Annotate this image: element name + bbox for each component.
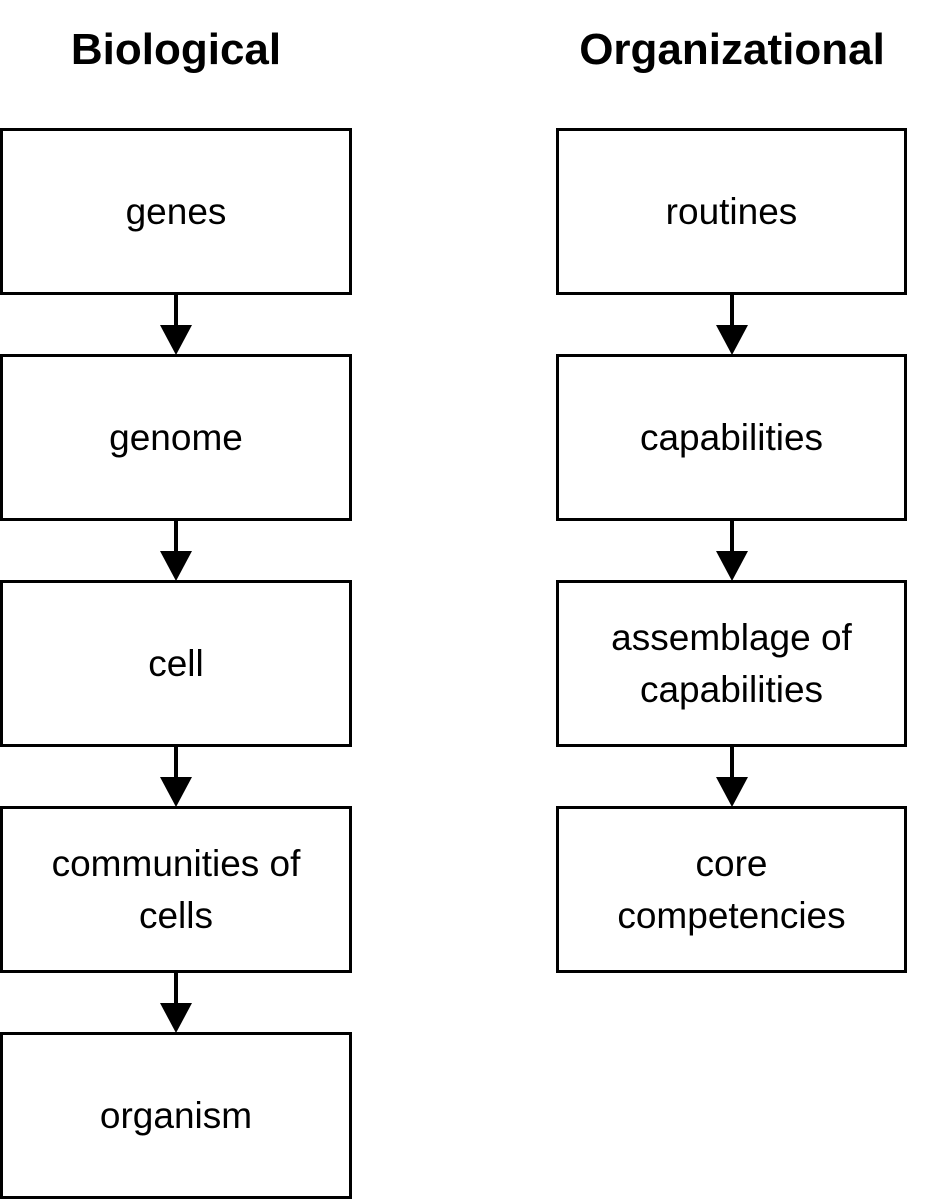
box-communities-of-cells: communities of cells bbox=[0, 806, 352, 973]
box-genes: genes bbox=[0, 128, 352, 295]
arrow-down-icon bbox=[160, 973, 192, 1033]
arrow-down-icon bbox=[160, 295, 192, 355]
arrow-down-icon bbox=[160, 747, 192, 807]
box-label: assemblage of capabilities bbox=[611, 616, 852, 710]
box-label: genome bbox=[109, 416, 243, 458]
box-capabilities: capabilities bbox=[556, 354, 907, 521]
organizational-heading: Organizational bbox=[579, 25, 885, 74]
arrow-down-icon bbox=[716, 295, 748, 355]
box-assemblage-of-capabilities: assemblage of capabilities bbox=[556, 580, 907, 747]
arrow-down-icon bbox=[160, 521, 192, 581]
box-label: core competencies bbox=[617, 842, 846, 936]
box-genome: genome bbox=[0, 354, 352, 521]
box-organism: organism bbox=[0, 1032, 352, 1199]
box-label: cell bbox=[148, 642, 204, 684]
box-label: organism bbox=[99, 1094, 253, 1136]
arrow-down-icon bbox=[716, 521, 748, 581]
box-label: routines bbox=[665, 190, 798, 232]
box-routines: routines bbox=[556, 128, 907, 295]
biological-heading: Biological bbox=[70, 25, 282, 74]
box-core-competencies: core competencies bbox=[556, 806, 907, 973]
arrow-down-icon bbox=[716, 747, 748, 807]
box-label: capabilities bbox=[639, 416, 824, 458]
box-label: communities of cells bbox=[51, 842, 301, 936]
box-cell: cell bbox=[0, 580, 352, 747]
box-label: genes bbox=[125, 190, 227, 232]
